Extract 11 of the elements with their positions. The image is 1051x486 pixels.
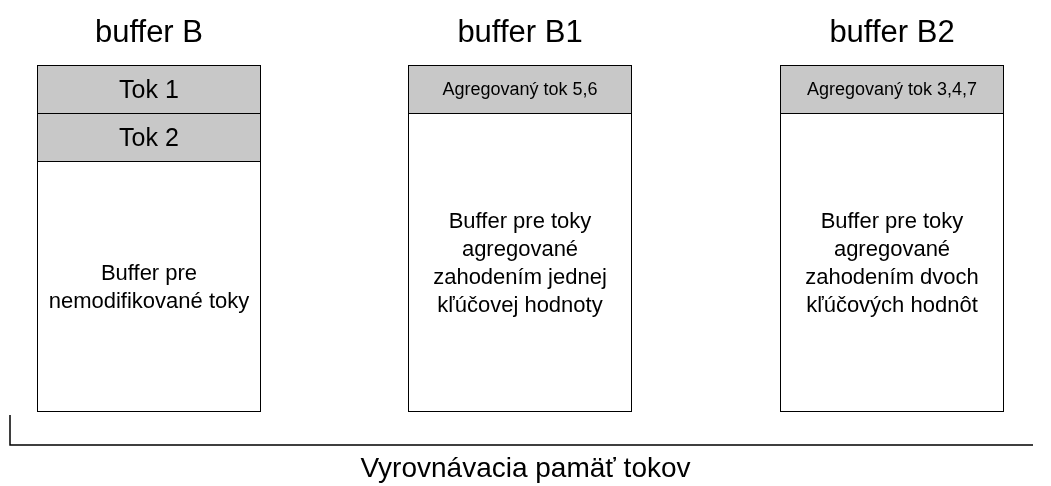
buffer-description: Buffer pre toky agregované zahodením dvoch kľúčových hodnôt xyxy=(804,206,980,319)
flow-band: Agregovaný tok 3,4,7 xyxy=(781,66,1003,114)
buffer-heading: buffer B1 xyxy=(456,14,584,50)
buffer-heading: buffer B xyxy=(94,14,204,50)
buffer-description: Buffer pre nemodifikované toky xyxy=(47,258,251,315)
buffer-description: Buffer pre toky agregované zahodením jednej kľúčovej hodnoty xyxy=(432,206,608,319)
caption: Vyrovnávacia pamäť tokov xyxy=(360,452,691,483)
flow-band: Tok 1 xyxy=(38,66,260,114)
flow-band: Tok 2 xyxy=(38,114,260,162)
buffer-heading: buffer B2 xyxy=(828,14,956,50)
flow-band: Agregovaný tok 5,6 xyxy=(409,66,631,114)
